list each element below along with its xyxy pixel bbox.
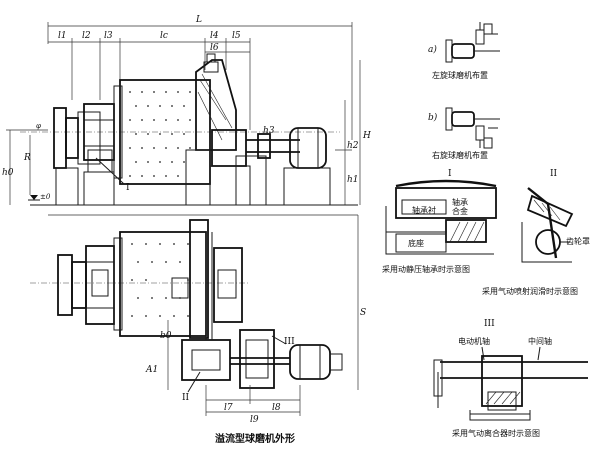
dim-H: H: [362, 131, 371, 141]
dim-b0: b0: [160, 331, 172, 341]
discharge-bearing: [211, 129, 247, 167]
dim-h3: h3: [263, 126, 275, 136]
reducer-base: [235, 155, 267, 206]
detail-I: I 轴承衬 轴承 合金 底座 采用动静压轴承时示意图: [382, 169, 497, 274]
dim-l3: l3: [104, 31, 113, 41]
detail-I-numeral: I: [448, 169, 452, 179]
callout-III: III: [284, 337, 295, 347]
right-layout-caption: 右旋球磨机布置: [432, 150, 488, 160]
dim-S: S: [360, 308, 366, 318]
plan-motor: [289, 344, 331, 380]
detail-III-numeral: III: [484, 319, 495, 329]
dim-l4: l4: [210, 31, 219, 41]
detail-II-nozzle: [526, 194, 574, 228]
bearing-pedestal: [83, 171, 115, 206]
dim-l9: l9: [250, 415, 259, 425]
dim-l6: l6: [210, 43, 219, 53]
detail-I-alloy-label-1: 轴承: [452, 197, 468, 207]
detail-I-bearing: [445, 219, 487, 243]
plan-bolt-pattern: [131, 243, 189, 317]
feed-trunnion: [65, 117, 79, 159]
mill-shell: [119, 79, 211, 185]
detail-I-liner-label: 轴承衬: [412, 205, 436, 215]
dim-phi: φ: [36, 122, 41, 130]
feed-flange: [53, 107, 67, 169]
dim-lc: lc: [160, 31, 168, 41]
elevation-view: L l1 l2 l3 lc l4 l5 l6 H h2 h1 h3 h0 R φ…: [2, 15, 371, 206]
detail-II-gear-label: 齿轮罩: [566, 236, 590, 246]
plan-feed-bearing: [85, 245, 115, 325]
dim-l8: l8: [272, 403, 281, 413]
plan-shell: [119, 231, 207, 337]
drawing-title: 溢流型球磨机外形: [215, 432, 295, 445]
detail-II-caption: 采用气动喷射润滑时示意图: [482, 286, 578, 296]
detail-II-numeral: II: [550, 169, 558, 179]
dim-R: R: [23, 153, 31, 163]
shell-bolt-pattern: [129, 91, 191, 177]
dim-l5: l5: [232, 31, 241, 41]
dim-zero: ±0: [40, 193, 51, 201]
dim-h2: h2: [347, 141, 359, 151]
detail-I-base-label: 底座: [408, 238, 424, 248]
detail-III-motor-shaft-label: 电动机轴: [458, 336, 490, 346]
callout-II: II: [182, 393, 190, 403]
dim-l2: l2: [82, 31, 91, 41]
plan-view: S b0 A1 l7 l8 l9 II III: [30, 214, 366, 425]
detail-III: III 电动机轴 中间轴 采用气动离合器时示意图: [433, 319, 588, 438]
plan-discharge-bearing: [213, 247, 243, 323]
detail-III-mid-shaft-label: 中间轴: [528, 336, 552, 346]
marker-a: a): [428, 44, 437, 55]
right-layout-schematic: b) 右旋球磨机布置: [428, 107, 500, 160]
dim-L: L: [195, 15, 202, 25]
detail-III-clutch: [481, 355, 523, 407]
dim-h1: h1: [347, 175, 359, 185]
marker-b: b): [428, 112, 438, 123]
dim-h0: h0: [2, 168, 14, 178]
plan-reducer: [239, 329, 275, 389]
plan-pinion-housing: [181, 339, 231, 381]
detail-II-pinion: [535, 229, 561, 255]
detail-I-caption: 采用动静压轴承时示意图: [382, 264, 470, 274]
dim-l7: l7: [224, 403, 233, 413]
callout-I: I: [126, 183, 130, 193]
detail-I-alloy-label-2: 合金: [452, 206, 468, 216]
detail-II: II 齿轮罩 采用气动喷射润滑时示意图: [482, 169, 590, 296]
motor-base: [283, 167, 331, 206]
motor-body: [289, 127, 327, 169]
dim-A1: A1: [145, 365, 158, 375]
left-layout-schematic: a) 左旋球磨机布置: [428, 22, 500, 80]
dim-l1: l1: [58, 31, 67, 41]
left-layout-caption: 左旋球磨机布置: [432, 70, 488, 80]
detail-III-caption: 采用气动离合器时示意图: [452, 428, 540, 438]
coupling: [257, 133, 271, 159]
